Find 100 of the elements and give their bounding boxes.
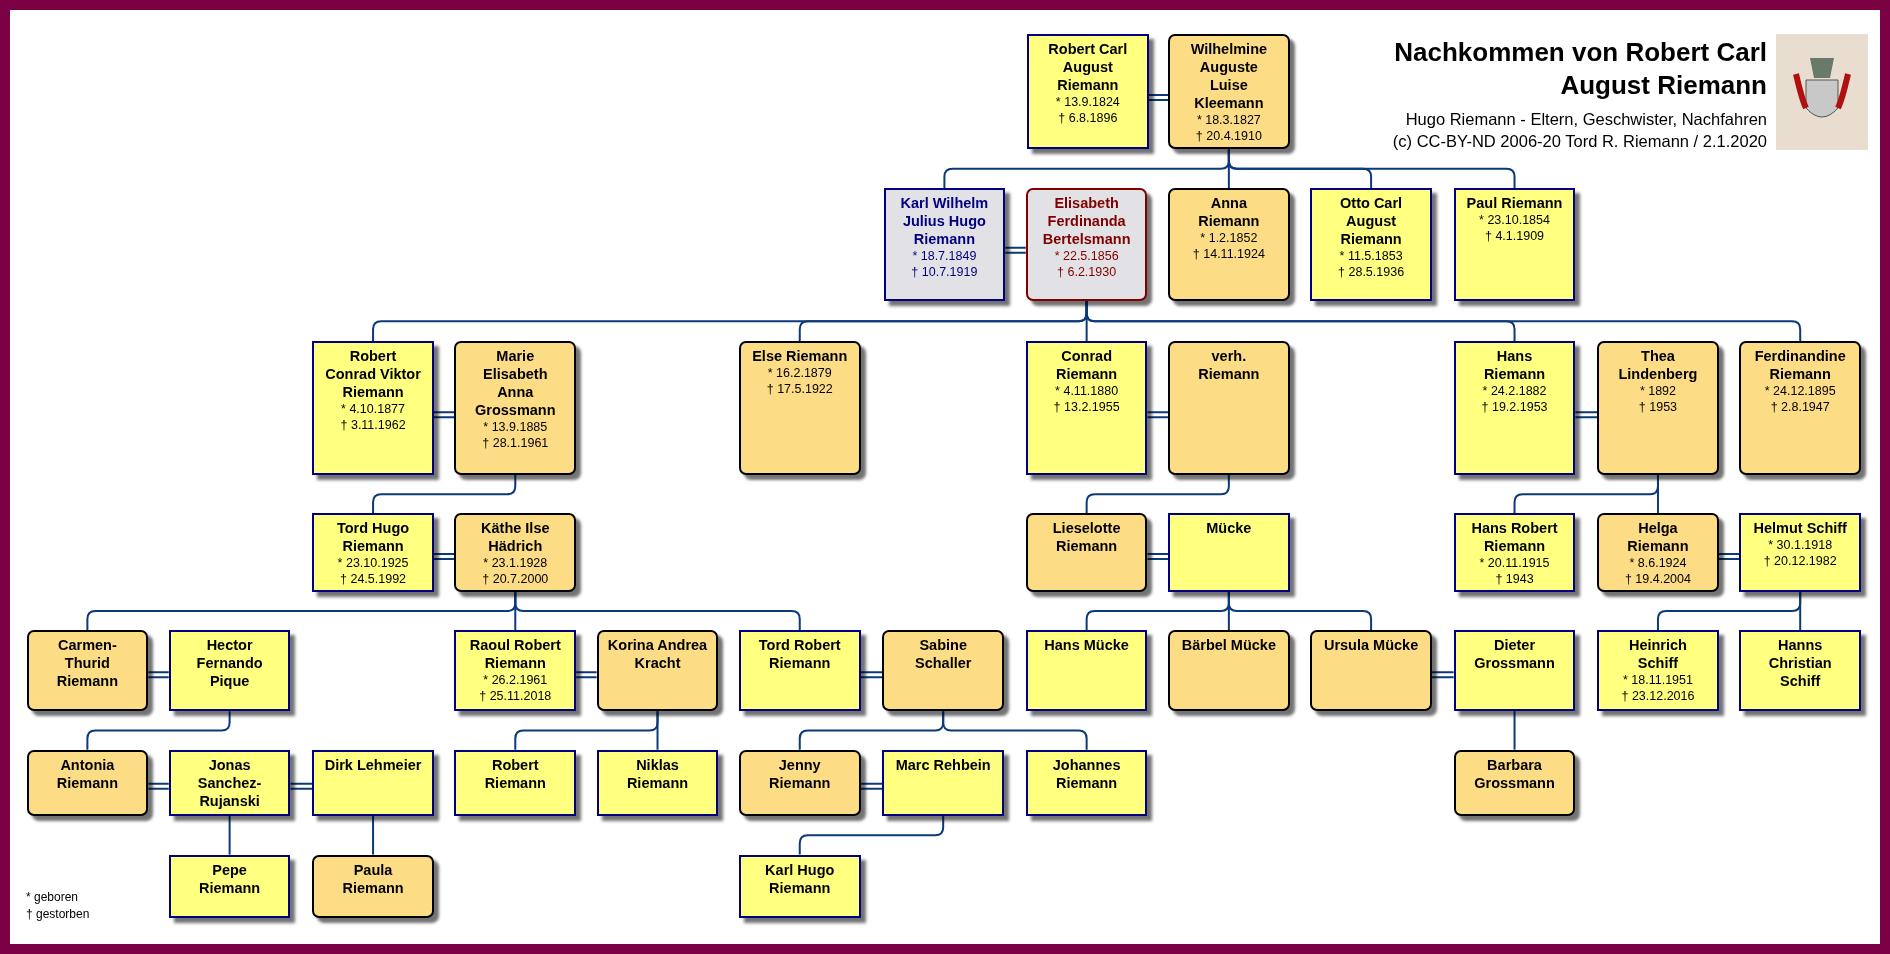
date-text: † 20.4.1910: [1195, 127, 1262, 144]
person-name: Robert Carl August Riemann: [1047, 39, 1129, 94]
date-text: * 16.2.1879: [767, 365, 832, 382]
person-name: Helga Riemann: [1626, 519, 1690, 556]
person-box: [26, 630, 149, 712]
descent-line: [656, 710, 659, 751]
descent-line: [1085, 473, 1230, 515]
person-box: [1025, 341, 1148, 475]
person-name: Korina Andrea Kracht: [607, 636, 708, 673]
person-name: Pepe Riemann: [198, 860, 262, 897]
person-name: Niklas Riemann: [625, 755, 690, 792]
descent-line: [372, 473, 517, 515]
person-name: Anna Riemann: [1197, 194, 1261, 231]
person-name: Helmut Schiff: [1753, 519, 1847, 538]
descent-line: [1656, 473, 1659, 515]
date-text: † 6.2.1930: [1057, 264, 1117, 281]
date-text: † 1953: [1638, 399, 1678, 416]
double-line: [289, 782, 314, 790]
person-name: Else Riemann: [752, 347, 848, 366]
person-name: Hector Fernando Pique: [195, 636, 264, 691]
person-name: Elisabeth Ferdinanda Bertelsmann: [1041, 194, 1132, 249]
person-box: [1025, 749, 1148, 816]
descent-line: [372, 815, 375, 856]
person-name: Käthe Ilse Hädrich: [480, 519, 551, 556]
person-box: [1168, 188, 1290, 302]
person-box: [1025, 630, 1148, 712]
person-box: [312, 513, 434, 592]
person-name: Ferdinandine Riemann: [1753, 347, 1847, 384]
title: Nachkommen von Robert Carl August Riemann: [1393, 36, 1767, 102]
double-line: [1717, 553, 1741, 561]
descent-line: [1799, 590, 1802, 632]
person-name: Antonia Riemann: [55, 755, 119, 792]
person-name: Wilhelmine Auguste Luise Kleemann: [1189, 39, 1269, 112]
person-box: [1597, 630, 1719, 712]
person-box: [738, 630, 861, 712]
date-text: * 18.3.1827: [1196, 111, 1261, 128]
legend-note: * geboren: [26, 890, 79, 905]
person-name: Mücke: [1206, 519, 1252, 538]
person-box: [1453, 188, 1576, 302]
date-text: * 11.5.1853: [1339, 248, 1403, 265]
person-box: [738, 749, 861, 816]
person-box: [1168, 630, 1290, 712]
date-text: * 1892: [1639, 383, 1677, 400]
subtitle: (c) CC-BY-ND 2006-20 Tord R. Riemann / 2.1.2020: [1392, 131, 1767, 152]
date-text: † 3.11.1962: [340, 417, 406, 434]
person-name: Carmen-Thurid Riemann: [55, 636, 119, 691]
person-name: Hans Mücke: [1044, 636, 1129, 655]
person-box: [1310, 630, 1432, 712]
person-box: [1025, 513, 1148, 592]
person-box: [1310, 188, 1432, 302]
person-name: Heinrich Schiff: [1627, 636, 1688, 673]
person-box: [312, 749, 434, 816]
person-name: Paul Riemann: [1466, 194, 1563, 213]
date-text: * 20.11.1915: [1479, 555, 1550, 572]
double-line: [1147, 93, 1169, 101]
person-name: Tord Robert Riemann: [757, 636, 842, 673]
person-box: [1453, 513, 1576, 592]
date-text: † 19.4.2004: [1624, 571, 1691, 588]
date-text: † 25.11.2018: [479, 688, 552, 705]
subtitle: Hugo Riemann - Eltern, Geschwister, Nachfahren: [1405, 109, 1767, 130]
date-text: * 24.2.1882: [1482, 383, 1547, 400]
date-text: * 24.12.1895: [1764, 383, 1836, 400]
date-text: † 4.1.1909: [1484, 228, 1545, 245]
date-text: * 22.5.1856: [1054, 248, 1119, 265]
person-name: Ursula Mücke: [1323, 636, 1419, 655]
person-box: [738, 854, 861, 919]
double-line: [432, 411, 456, 419]
person-box: [596, 630, 719, 712]
person-box: [168, 854, 291, 919]
date-text: * 23.10.1925: [337, 555, 409, 572]
person-box: [738, 341, 861, 475]
person-box: [882, 749, 1005, 816]
person-box: [26, 749, 149, 816]
date-text: † 20.12.1982: [1763, 553, 1837, 570]
date-text: † 28.5.1936: [1338, 264, 1405, 281]
descent-line: [1513, 710, 1516, 751]
person-name: Robert Riemann: [483, 755, 547, 792]
double-line: [859, 671, 884, 679]
person-box: [454, 630, 577, 712]
person-name: Otto Carl August Riemann: [1339, 194, 1404, 249]
date-text: * 1.2.1852: [1200, 230, 1258, 247]
double-line: [1430, 671, 1455, 679]
person-name: Johannes Riemann: [1051, 755, 1122, 792]
person-box: [1597, 341, 1719, 475]
descent-line: [942, 710, 1088, 751]
person-box: [168, 749, 291, 816]
date-text: * 18.11.1951: [1622, 672, 1693, 689]
date-text: * 26.2.1961: [483, 672, 548, 689]
date-text: † 19.2.1953: [1481, 399, 1548, 416]
date-text: † 17.5.1922: [766, 381, 833, 398]
person-name: Marc Rehbein: [895, 755, 991, 774]
double-line: [1146, 553, 1169, 561]
person-name: Jonas Sanchez-Rujanski: [196, 755, 263, 810]
person-name: Marie Elisabeth Anna Grossmann: [473, 347, 557, 420]
person-name: Karl Hugo Riemann: [764, 860, 836, 897]
person-name: Conrad Riemann: [1055, 347, 1119, 384]
person-box: [1168, 341, 1290, 475]
person-name: Paula Riemann: [341, 860, 405, 897]
person-name: Hanns Christian Schiff: [1767, 636, 1833, 691]
person-name: Raoul Robert Riemann: [468, 636, 562, 673]
